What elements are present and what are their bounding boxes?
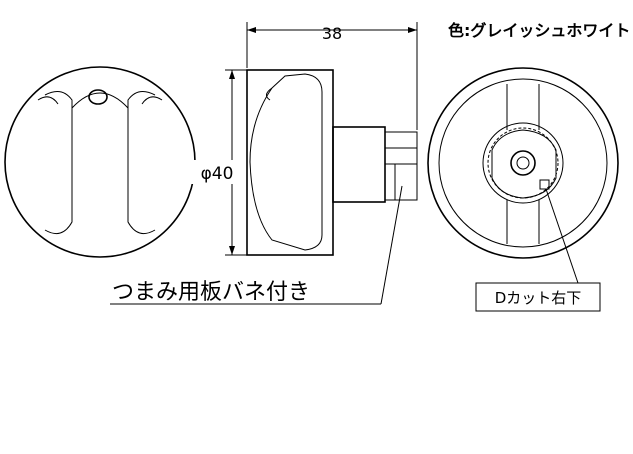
color-note: 色:グレイッシュホワイト	[448, 21, 630, 40]
right-groove	[127, 90, 156, 235]
rear-boss	[482, 122, 564, 204]
knob-body-side	[246, 69, 334, 256]
top-ridge	[71, 92, 129, 109]
diameter-dim-label: φ40	[201, 164, 234, 184]
spring-leader	[380, 185, 403, 305]
left-groove	[44, 90, 73, 235]
curved-face	[249, 73, 323, 251]
shaft-boss	[332, 126, 386, 203]
indicator-hole	[88, 89, 108, 105]
knob-rear-view	[427, 67, 619, 284]
face-notch	[266, 87, 273, 101]
d-cut-notch	[539, 179, 550, 190]
diameter-label-bg	[190, 160, 244, 184]
dim-arrow-left	[247, 27, 256, 33]
knob-outline-rear	[427, 67, 619, 259]
spring-clip	[491, 129, 557, 199]
shaft-hole-inner	[516, 156, 530, 170]
knob-outline-front	[4, 66, 196, 258]
dim-arrow-right	[408, 27, 417, 33]
knob-front-view	[4, 66, 196, 258]
right-groove-inner	[141, 96, 163, 105]
left-groove-inner	[37, 96, 59, 105]
knob-side-view: 38 φ40	[110, 22, 418, 305]
rear-inner-ring	[438, 78, 608, 248]
d-cut-note-box	[475, 282, 601, 312]
d-cut-note: Dカット右下	[495, 289, 582, 307]
spring-plate	[384, 163, 418, 201]
width-dim-label: 38	[322, 24, 342, 43]
shaft-hole	[510, 150, 536, 176]
dim-arrow-top	[229, 70, 235, 79]
dim-arrow-bottom	[229, 246, 235, 255]
d-cut-leader	[545, 188, 579, 284]
rear-boss-inner	[487, 127, 559, 199]
leaf-spring-note: つまみ用板バネ付き	[112, 280, 310, 305]
